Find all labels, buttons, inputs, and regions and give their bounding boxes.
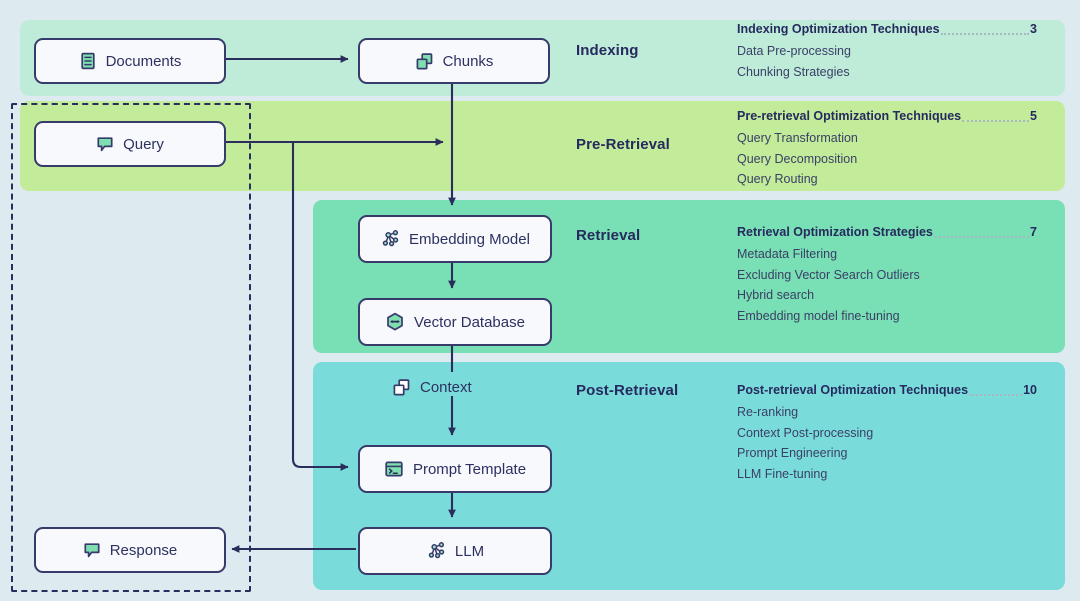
toc-leader-dots: [962, 110, 1030, 122]
toc-heading-row[interactable]: Post-retrieval Optimization Techniques 1…: [737, 381, 1037, 399]
toc-leader-dots: [940, 23, 1030, 35]
toc-item[interactable]: Query Decomposition: [737, 151, 858, 166]
toc-retrieval: Retrieval Optimization Strategies 7 Meta…: [737, 223, 1037, 327]
toc-item[interactable]: Chunking Strategies: [737, 64, 850, 79]
edge-query-to-prompt: [291, 142, 349, 471]
node-embedding-model[interactable]: Embedding Model: [358, 215, 552, 263]
toc-page-number: 3: [1030, 22, 1037, 36]
node-label: Documents: [105, 52, 182, 70]
hexagon-icon: [387, 312, 403, 331]
toc-leader-dots: [933, 226, 1030, 238]
user-scope-dashed-container: [11, 103, 251, 592]
toc-page-number: 5: [1030, 109, 1037, 123]
stage-title-pre-retrieval: Pre-Retrieval: [576, 136, 670, 153]
terminal-window-icon: [385, 461, 403, 477]
node-label: Prompt Template: [412, 460, 527, 478]
toc-indexing: Indexing Optimization Techniques 3 Data …: [737, 20, 1037, 82]
node-label: Chunks: [442, 52, 494, 70]
toc-heading: Retrieval Optimization Strategies: [737, 225, 933, 239]
node-documents[interactable]: Documents: [34, 38, 226, 84]
node-vector-database[interactable]: Vector Database: [358, 298, 552, 346]
speech-bubble-icon: [97, 137, 113, 152]
toc-page-number: 10: [1023, 383, 1037, 397]
stacked-squares-icon: [416, 52, 432, 69]
toc-item[interactable]: Excluding Vector Search Outliers: [737, 267, 920, 282]
node-query[interactable]: Query: [34, 121, 226, 167]
node-label: Vector Database: [414, 313, 525, 331]
toc-heading-row[interactable]: Pre-retrieval Optimization Techniques 5: [737, 107, 1037, 125]
stage-title-post-retrieval: Post-Retrieval: [576, 382, 679, 399]
toc-item[interactable]: Data Pre-processing: [737, 44, 851, 58]
stage-title-retrieval: Retrieval: [576, 227, 641, 244]
toc-leader-dots: [969, 384, 1023, 396]
toc-item[interactable]: LLM Fine-tuning: [737, 467, 828, 482]
node-llm[interactable]: LLM: [358, 527, 552, 575]
toc-heading-row[interactable]: Retrieval Optimization Strategies 7: [737, 223, 1037, 241]
node-chunks[interactable]: Chunks: [358, 38, 550, 84]
node-context[interactable]: Context: [392, 378, 472, 397]
toc-heading-row[interactable]: Indexing Optimization Techniques 3: [737, 20, 1037, 38]
toc-heading: Post-retrieval Optimization Techniques: [737, 383, 969, 397]
node-label: Response: [109, 541, 178, 559]
toc-item[interactable]: Embedding model fine-tuning: [737, 309, 900, 324]
toc-item[interactable]: Metadata Filtering: [737, 247, 838, 261]
toc-item[interactable]: Query Transformation: [737, 131, 858, 145]
stacked-squares-outline-icon: [393, 379, 410, 396]
toc-item[interactable]: Hybrid search: [737, 288, 815, 303]
node-prompt-template[interactable]: Prompt Template: [358, 445, 552, 493]
node-label: LLM: [454, 542, 485, 560]
toc-item[interactable]: Prompt Engineering: [737, 446, 848, 461]
speech-bubble-icon: [84, 543, 100, 558]
toc-item[interactable]: Query Routing: [737, 172, 818, 187]
node-label: Context: [420, 379, 472, 396]
toc-page-number: 7: [1030, 225, 1037, 239]
toc-heading: Pre-retrieval Optimization Techniques: [737, 109, 962, 123]
toc-heading: Indexing Optimization Techniques: [737, 22, 940, 36]
document-icon: [80, 52, 95, 70]
toc-item[interactable]: Re-ranking: [737, 405, 799, 419]
toc-post-retrieval: Post-retrieval Optimization Techniques 1…: [737, 381, 1037, 485]
node-graph-icon: [382, 230, 399, 247]
toc-pre-retrieval: Pre-retrieval Optimization Techniques 5 …: [737, 107, 1037, 190]
stage-title-indexing: Indexing: [576, 42, 639, 59]
node-label: Query: [123, 135, 164, 153]
node-response[interactable]: Response: [34, 527, 226, 573]
toc-item[interactable]: Context Post-processing: [737, 425, 874, 440]
node-label: Embedding Model: [409, 230, 530, 248]
node-graph-icon: [428, 542, 445, 559]
